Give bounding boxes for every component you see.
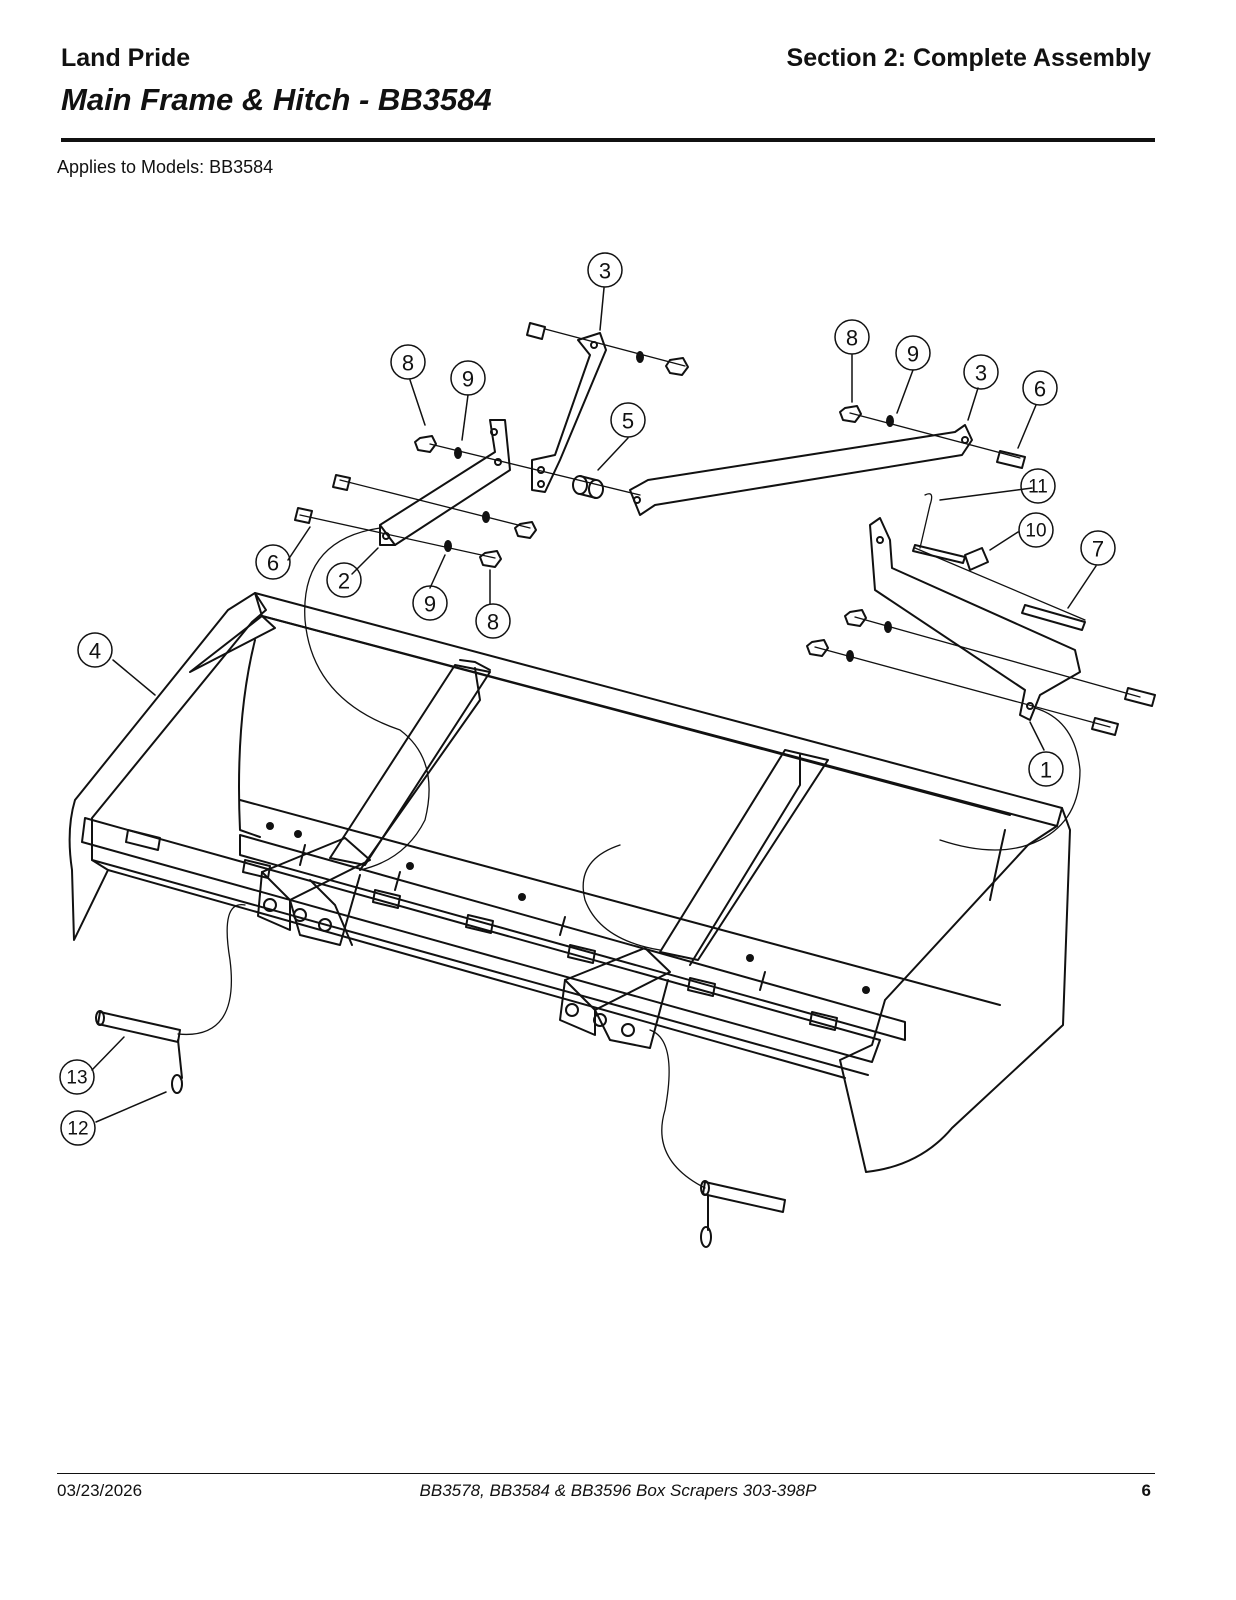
right-hitch-bracket xyxy=(869,517,1081,721)
callout-label: 10 xyxy=(1025,521,1046,542)
callout-label: 4 xyxy=(89,639,101,664)
page-title: Main Frame & Hitch - BB3584 xyxy=(61,82,492,117)
callout-label: 9 xyxy=(462,367,474,392)
footer-document-title: BB3578, BB3584 & BB3596 Box Scrapers 303… xyxy=(419,1481,817,1500)
callout-label: 7 xyxy=(1092,537,1104,562)
callout-label: 8 xyxy=(846,326,858,351)
callout-label: 6 xyxy=(267,551,279,576)
parts-diagram: 3 8 9 8 9 3 6 5 11 10 6 2 9 8 7 4 1 13 1… xyxy=(59,252,1156,1248)
header-divider xyxy=(61,138,1155,142)
callout-leaders xyxy=(91,287,1097,1123)
right-top-link xyxy=(629,424,973,516)
bottom-tube xyxy=(239,834,906,1041)
right-hitch-pin xyxy=(649,1029,786,1248)
brand-name: Land Pride xyxy=(61,44,191,72)
center-top-link xyxy=(531,332,607,493)
callout-label: 3 xyxy=(599,259,611,284)
beam-clamps xyxy=(125,829,838,1031)
applies-to-models: Applies to Models: BB3584 xyxy=(57,157,274,177)
left-upright-arm xyxy=(257,659,491,946)
callout-label: 9 xyxy=(907,342,919,367)
spacer-bushing xyxy=(572,475,604,499)
callout-label: 12 xyxy=(67,1119,88,1140)
callout-label: 6 xyxy=(1034,377,1046,402)
callout-label: 5 xyxy=(622,409,634,434)
callout-label: 1 xyxy=(1040,758,1052,783)
callout-label: 13 xyxy=(66,1068,87,1089)
detail-loops xyxy=(304,493,1081,951)
left-hitch-pin xyxy=(95,904,246,1094)
callout-bubbles xyxy=(59,252,1116,1146)
nuts-and-washers xyxy=(414,357,867,657)
section-title: Section 2: Complete Assembly xyxy=(786,44,1151,72)
callout-label: 9 xyxy=(424,592,436,617)
footer-date: 03/23/2026 xyxy=(57,1481,143,1500)
callout-label: 8 xyxy=(402,351,414,376)
callout-label: 8 xyxy=(487,610,499,635)
frame-holes xyxy=(266,822,870,994)
callout-label: 2 xyxy=(338,569,350,594)
assembly-axis-lines xyxy=(299,328,1141,728)
callout-label: 11 xyxy=(1028,477,1048,498)
left-hitch-bracket xyxy=(379,419,511,546)
callout-label: 3 xyxy=(975,361,987,386)
lock-washers xyxy=(444,351,894,662)
right-upright-arm xyxy=(559,749,829,1049)
footer-divider xyxy=(57,1473,1155,1474)
page-number: 6 xyxy=(1141,1481,1151,1500)
scraper-box-frame xyxy=(68,592,1071,1173)
hitch-bolts xyxy=(294,322,1156,736)
